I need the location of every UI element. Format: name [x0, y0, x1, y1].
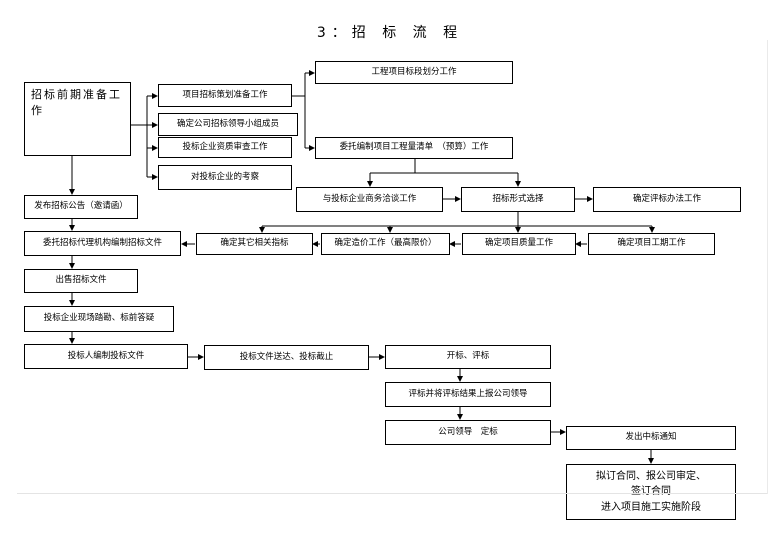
node-contract: 拟订合同、报公司审定、 签订合同 进入项目施工实施阶段	[566, 464, 736, 520]
node-report: 评标并将评标结果上报公司领导	[385, 382, 551, 407]
node-negotiate: 与投标企业商务洽谈工作	[296, 187, 443, 212]
node-agent: 委托招标代理机构编制招标文件	[24, 231, 181, 256]
node-cost: 确定造价工作（最高限价）	[321, 233, 450, 255]
node-segment: 工程项目标段划分工作	[315, 61, 513, 84]
node-site-visit: 投标企业现场踏勘、标前答疑	[24, 306, 174, 332]
contract-line-2: 签订合同	[631, 486, 671, 498]
node-other-index: 确定其它相关指标	[196, 233, 313, 255]
node-decide: 公司领导 定标	[385, 420, 551, 445]
node-qual-review: 投标企业资质审查工作	[158, 137, 292, 158]
node-notice: 发出中标通知	[566, 426, 736, 450]
node-leader-group: 确定公司招标领导小组成员	[158, 113, 298, 136]
page-title: 3：招 标 流 程	[316, 25, 464, 41]
page-frame-bottom	[17, 493, 768, 494]
node-bid-form: 招标形式选择	[461, 187, 575, 212]
node-publish: 发布招标公告（邀请函）	[24, 195, 138, 219]
node-duration: 确定项目工期工作	[588, 233, 715, 255]
node-inspect: 对投标企业的考察	[158, 165, 292, 190]
node-boq: 委托编制项目工程量清单 （预算）工作	[315, 137, 513, 159]
node-plan: 项目招标策划准备工作	[158, 84, 292, 107]
contract-line-1: 拟订合同、报公司审定、	[596, 470, 706, 482]
node-open: 开标、评标	[385, 345, 551, 369]
node-deliver: 投标文件送达、投标截止	[204, 345, 369, 370]
node-quality: 确定项目质量工作	[462, 233, 576, 255]
node-prep: 招标前期准备工作	[24, 82, 131, 156]
node-sell: 出售招标文件	[24, 269, 138, 293]
contract-line-3: 进入项目施工实施阶段	[601, 501, 701, 513]
node-prepare-bid: 投标人编制投标文件	[24, 344, 188, 369]
page-frame-right	[767, 40, 768, 494]
node-eval-method: 确定评标办法工作	[593, 187, 741, 212]
